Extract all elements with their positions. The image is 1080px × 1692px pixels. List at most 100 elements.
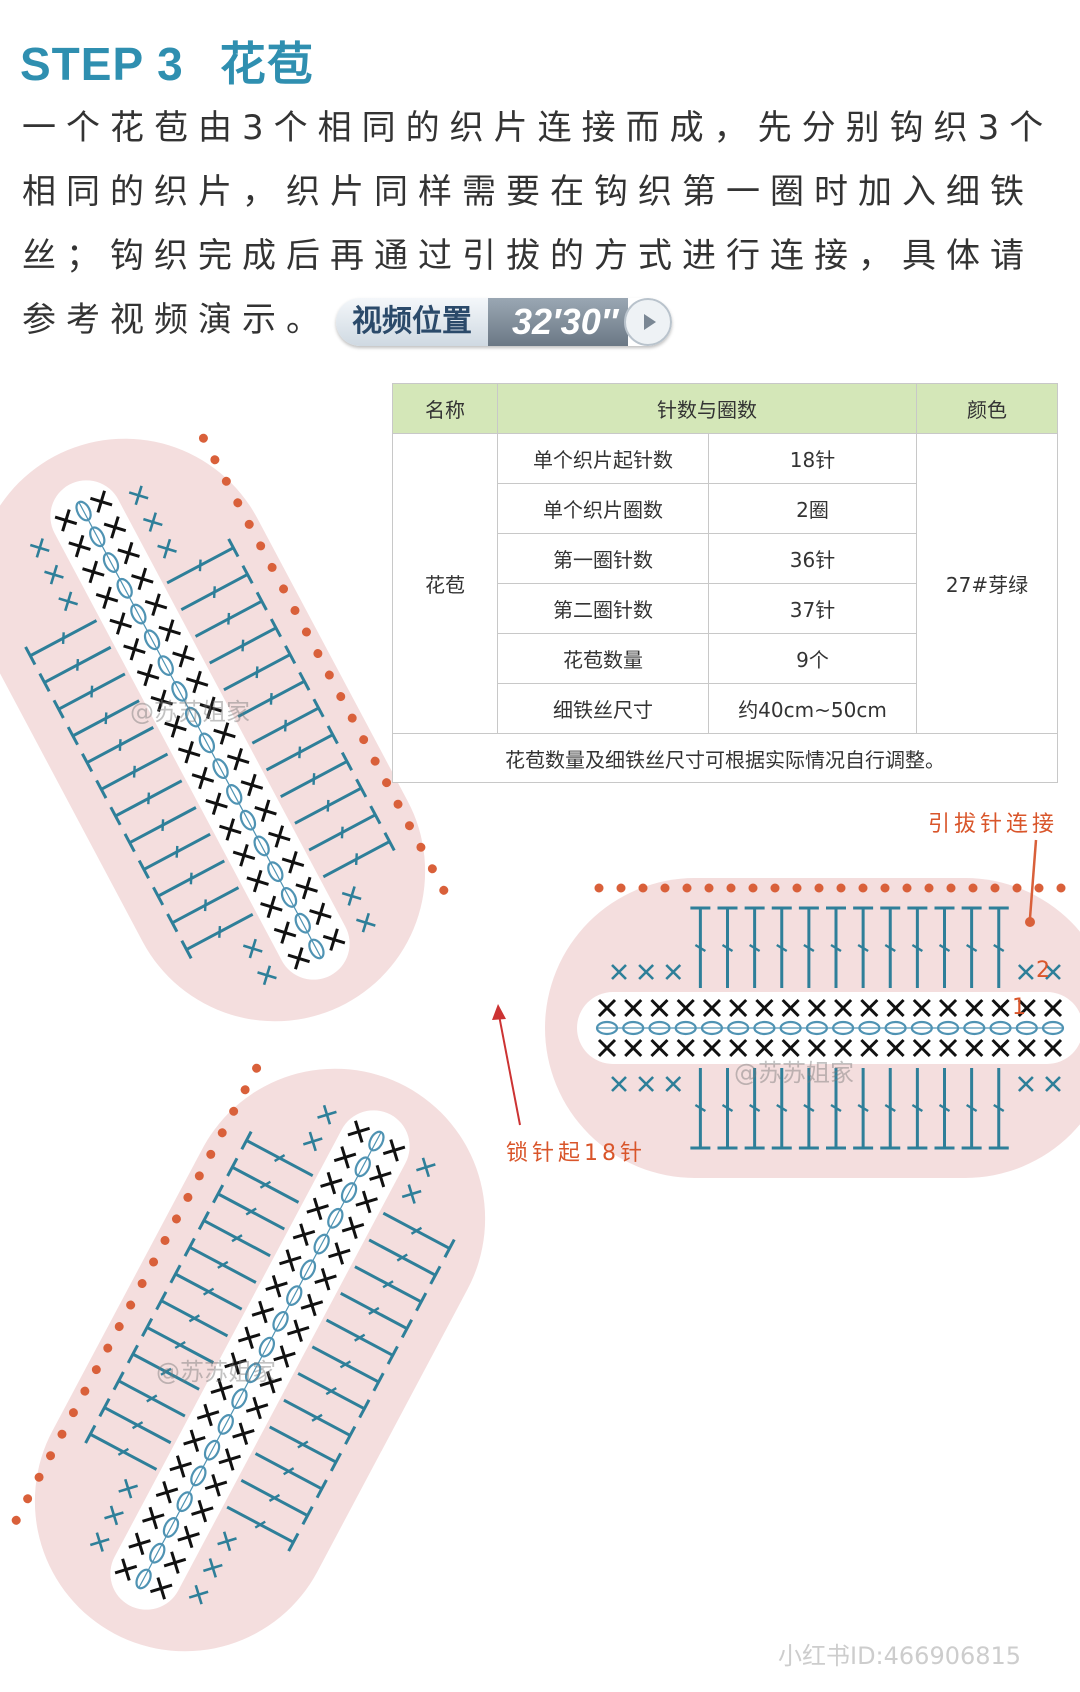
- single-crochet: [246, 869, 269, 893]
- single-crochet: [676, 1038, 695, 1058]
- single-crochet: [273, 921, 297, 944]
- treble-stitch-top: [255, 591, 268, 611]
- edge-single-crochet: [242, 938, 263, 959]
- table-note-row: 花苞数量及细铁丝尺寸可根据实际情况自行调整。: [392, 733, 1058, 783]
- slip-stitch-dot: [80, 1386, 90, 1396]
- edge-single-crochet: [611, 1076, 627, 1092]
- treble-stitch-top: [81, 753, 94, 773]
- single-crochet: [287, 947, 311, 970]
- edge-single-crochet: [143, 512, 163, 532]
- treble-stitch-bar: [189, 872, 193, 885]
- treble-stitch-top: [227, 538, 240, 558]
- treble-stitch-top: [66, 726, 79, 746]
- treble-stitch-top: [287, 1532, 300, 1552]
- single-crochet: [210, 1377, 234, 1401]
- watermark-author-1: @苏苏姐家: [130, 698, 250, 726]
- single-crochet: [155, 1481, 179, 1504]
- chain-line: [78, 501, 322, 959]
- treble-stitch-bar: [161, 819, 165, 831]
- slip-stitch-dot: [990, 883, 1000, 893]
- single-crochet: [183, 1429, 206, 1453]
- treble-stitch-bar: [993, 943, 1005, 953]
- header-name: 名称: [392, 383, 498, 434]
- edge-single-crochet: [638, 964, 655, 980]
- slip-stitch-dot: [704, 883, 714, 893]
- treble-stitch-bar: [283, 1467, 295, 1476]
- row-item: 花苞数量: [497, 633, 709, 684]
- edge-single-crochet: [416, 1157, 436, 1178]
- single-crochet: [807, 998, 826, 1018]
- slip-stitch-dot: [347, 713, 357, 723]
- treble-stitch-top: [52, 699, 65, 719]
- watermark-author-2: @苏苏姐家: [734, 1059, 854, 1087]
- row-value: 2圈: [708, 483, 917, 534]
- slip-stitch-dot: [924, 883, 934, 893]
- treble-stitch-bar: [694, 1103, 706, 1113]
- treble-stitch-top: [95, 779, 108, 799]
- edge-single-crochet: [257, 965, 277, 986]
- single-crochet: [191, 766, 215, 790]
- single-crochet: [260, 895, 283, 919]
- edge-single-crochet: [58, 591, 79, 612]
- treble-stitch-bar: [217, 1260, 229, 1269]
- slip-stitch-dot: [198, 433, 208, 443]
- single-crochet: [177, 741, 201, 764]
- round-2-label: 2: [1036, 958, 1050, 983]
- slip-stitch-dot: [11, 1515, 21, 1525]
- edge-single-crochet: [1017, 1076, 1034, 1092]
- step-name: 花苞: [219, 38, 314, 90]
- treble-stitch-bar: [203, 899, 207, 912]
- single-crochet: [268, 825, 291, 848]
- single-crochet: [328, 1242, 351, 1265]
- treble-stitch-bar: [273, 1154, 286, 1163]
- step-label: STEP 3: [20, 38, 184, 90]
- play-icon[interactable]: [623, 297, 672, 346]
- treble-stitch-bar: [131, 1421, 144, 1430]
- slip-stitch-dot: [68, 1408, 78, 1418]
- slip-stitch-dot: [301, 627, 311, 637]
- edge-single-crochet: [1045, 1076, 1061, 1092]
- slip-stitch-dot: [324, 670, 334, 680]
- single-crochet: [286, 1319, 310, 1343]
- slip-stitch-dot: [370, 756, 380, 766]
- slip-stitch-dot: [660, 883, 670, 893]
- slip-stitch-dot: [229, 1106, 239, 1116]
- slip-stitch-dot: [279, 584, 289, 594]
- single-crochet: [114, 1558, 138, 1581]
- row-item: 细铁丝尺寸: [497, 683, 709, 734]
- edge-single-crochet: [1045, 964, 1061, 980]
- slip-stitch-dot: [439, 885, 449, 895]
- table-header-row: 名称 针数与圈数 颜色: [392, 383, 1058, 434]
- slip-stitch-dot: [382, 778, 392, 788]
- intro-paragraph: 一个花苞由3个相同的织片连接而成，先分别钩织3个相同的织片，织片同样需要在钩织第…: [22, 96, 1062, 352]
- treble-stitch-bar: [694, 943, 706, 953]
- slip-stitch-dot: [748, 883, 758, 893]
- table-row: 第一圈针数 36针: [393, 533, 1058, 584]
- slip-join-label: 引拔针连接: [928, 812, 1059, 837]
- treble-stitch-bar: [283, 719, 287, 732]
- treble-stitch-bar: [884, 943, 896, 953]
- treble-stitch-bar: [198, 559, 202, 572]
- treble-stitch-bar: [993, 1103, 1005, 1113]
- single-crochet: [341, 1216, 365, 1239]
- single-crochet: [333, 1146, 357, 1169]
- edge-single-crochet: [665, 1076, 682, 1092]
- treble-stitch-bar: [298, 746, 302, 759]
- single-crochet: [702, 998, 722, 1018]
- header-color: 颜色: [916, 383, 1058, 434]
- step-title: STEP 3 花苞: [20, 28, 314, 94]
- single-crochet: [265, 1274, 288, 1298]
- row-value: 约40cm~50cm: [708, 683, 917, 734]
- edge-single-crochet: [44, 564, 64, 585]
- slip-stitch-dot: [404, 821, 414, 831]
- slip-stitch-dot: [171, 1214, 181, 1224]
- treble-stitch-bar: [188, 1314, 201, 1323]
- treble-stitch-bar: [749, 943, 761, 953]
- single-crochet: [172, 644, 195, 668]
- edge-single-crochet: [104, 1505, 124, 1526]
- single-crochet: [218, 1448, 241, 1471]
- single-crochet: [251, 1300, 275, 1324]
- treble-stitch-top: [197, 1211, 210, 1231]
- treble-stitch-top: [298, 671, 311, 691]
